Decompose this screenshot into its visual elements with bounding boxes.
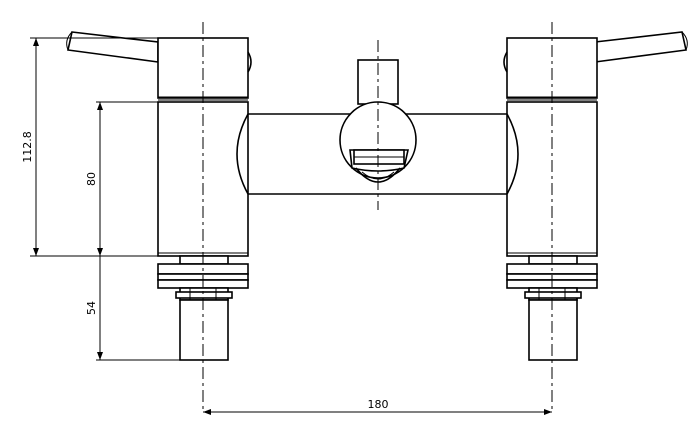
right-pillar <box>503 31 688 257</box>
centers-width-label: 180 <box>368 398 389 411</box>
body-height-label: 80 <box>85 172 98 186</box>
left-lever-handle <box>67 31 159 63</box>
overall-height-label: 112.8 <box>21 131 34 163</box>
right-lever-handle <box>594 31 687 63</box>
dimension-lines <box>30 37 552 415</box>
left-pillar <box>66 31 252 257</box>
tail-height-label: 54 <box>85 301 98 315</box>
